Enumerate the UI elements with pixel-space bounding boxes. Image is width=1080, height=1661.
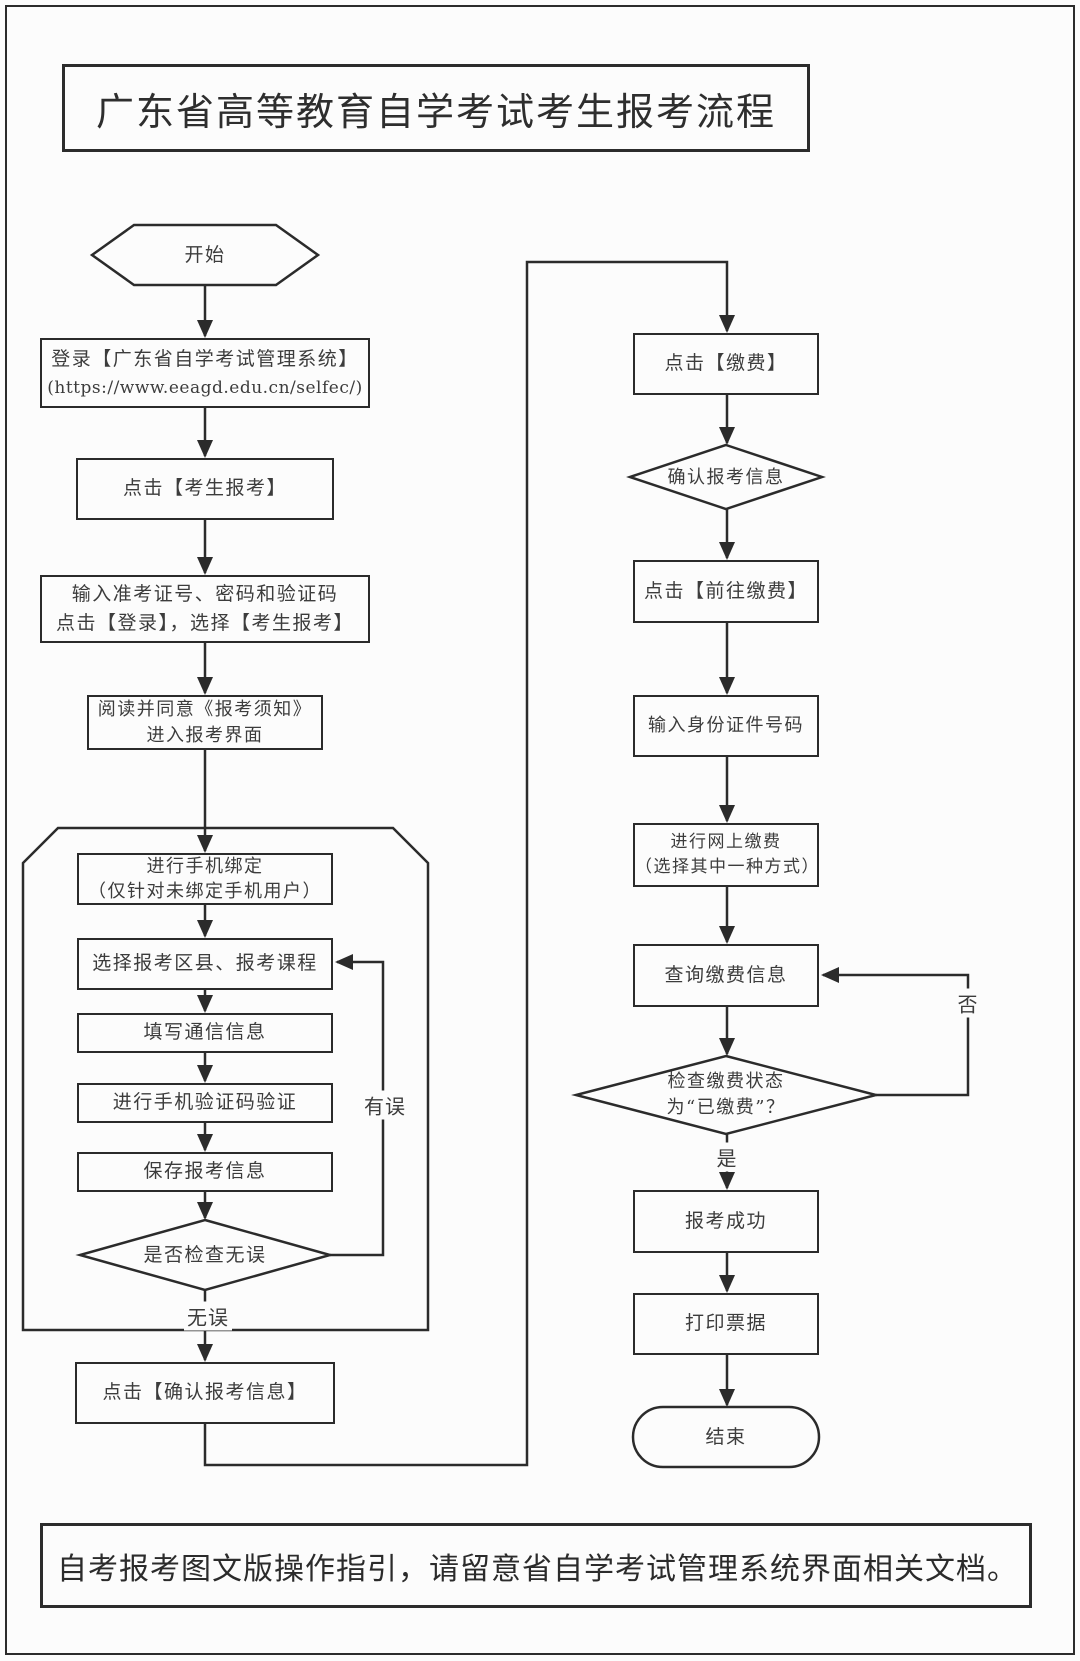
node-register-success: 报考成功 [633,1190,819,1253]
footer-note: 自考报考图文版操作指引，请留意省自学考试管理系统界面相关文档。 [57,1551,1018,1587]
node-confirm-info: 点击【确认报考信息】 [75,1362,335,1424]
check-paid-diamond [571,1054,881,1136]
node-check-paid: 检查缴费状态 为“已缴费”？ [666,1070,786,1118]
edge-confirm-to-clickpay [203,260,735,1467]
node-query-pay: 查询缴费信息 [633,944,819,1007]
node-check-correct: 是否检查无误 [143,1243,267,1266]
node-enter-id: 输入身份证件号码 [633,695,819,757]
title-box: 广东省高等教育自学考试考生报考流程 [62,64,810,152]
node-click-register: 点击【考生报考】 [76,458,334,520]
node-select-courses: 选择报考区县、报考课程 [77,938,333,990]
node-end: 结束 [705,1425,747,1448]
edge-label-no-error: 无误 [184,1301,232,1331]
node-click-pay: 点击【缴费】 [633,333,819,395]
node-save-info: 保存报考信息 [77,1152,333,1192]
node-bind-phone: 进行手机绑定 （仅针对未绑定手机用户） [77,853,333,905]
start-terminator-shape [89,223,321,287]
node-print-receipt: 打印票据 [633,1293,819,1355]
confirm-register-diamond [626,443,826,511]
node-fill-contact: 填写通信信息 [77,1013,333,1053]
check-correct-diamond [75,1218,335,1292]
node-verify-sms: 进行手机验证码验证 [77,1083,333,1123]
node-enter-credentials: 输入准考证号、密码和验证码 点击【登录】，选择【考生报考】 [40,575,370,643]
node-start: 开始 [184,243,226,266]
node-read-notice: 阅读并同意《报考须知》 进入报考界面 [87,695,323,750]
edge-label-has-error: 有误 [361,1090,409,1120]
node-login: 登录【广东省自学考试管理系统】 (https://www.eeagd.edu.c… [40,338,370,408]
page-title: 广东省高等教育自学考试考生报考流程 [95,89,776,134]
edge-notpaid-loop [821,967,970,1097]
end-terminator-shape [631,1405,821,1469]
node-goto-pay: 点击【前往缴费】 [633,560,819,623]
footer-note-box: 自考报考图文版操作指引，请留意省自学考试管理系统界面相关文档。 [40,1523,1032,1608]
node-online-pay: 进行网上缴费 （选择其中一种方式） [633,823,819,887]
node-confirm-register-info: 确认报考信息 [667,466,785,488]
edge-label-yes: 是 [713,1142,741,1172]
edge-label-no: 否 [954,988,982,1018]
login-url: (https://www.eeagd.edu.cn/selfec/) [47,377,363,398]
loop-container-outline [21,826,430,1332]
